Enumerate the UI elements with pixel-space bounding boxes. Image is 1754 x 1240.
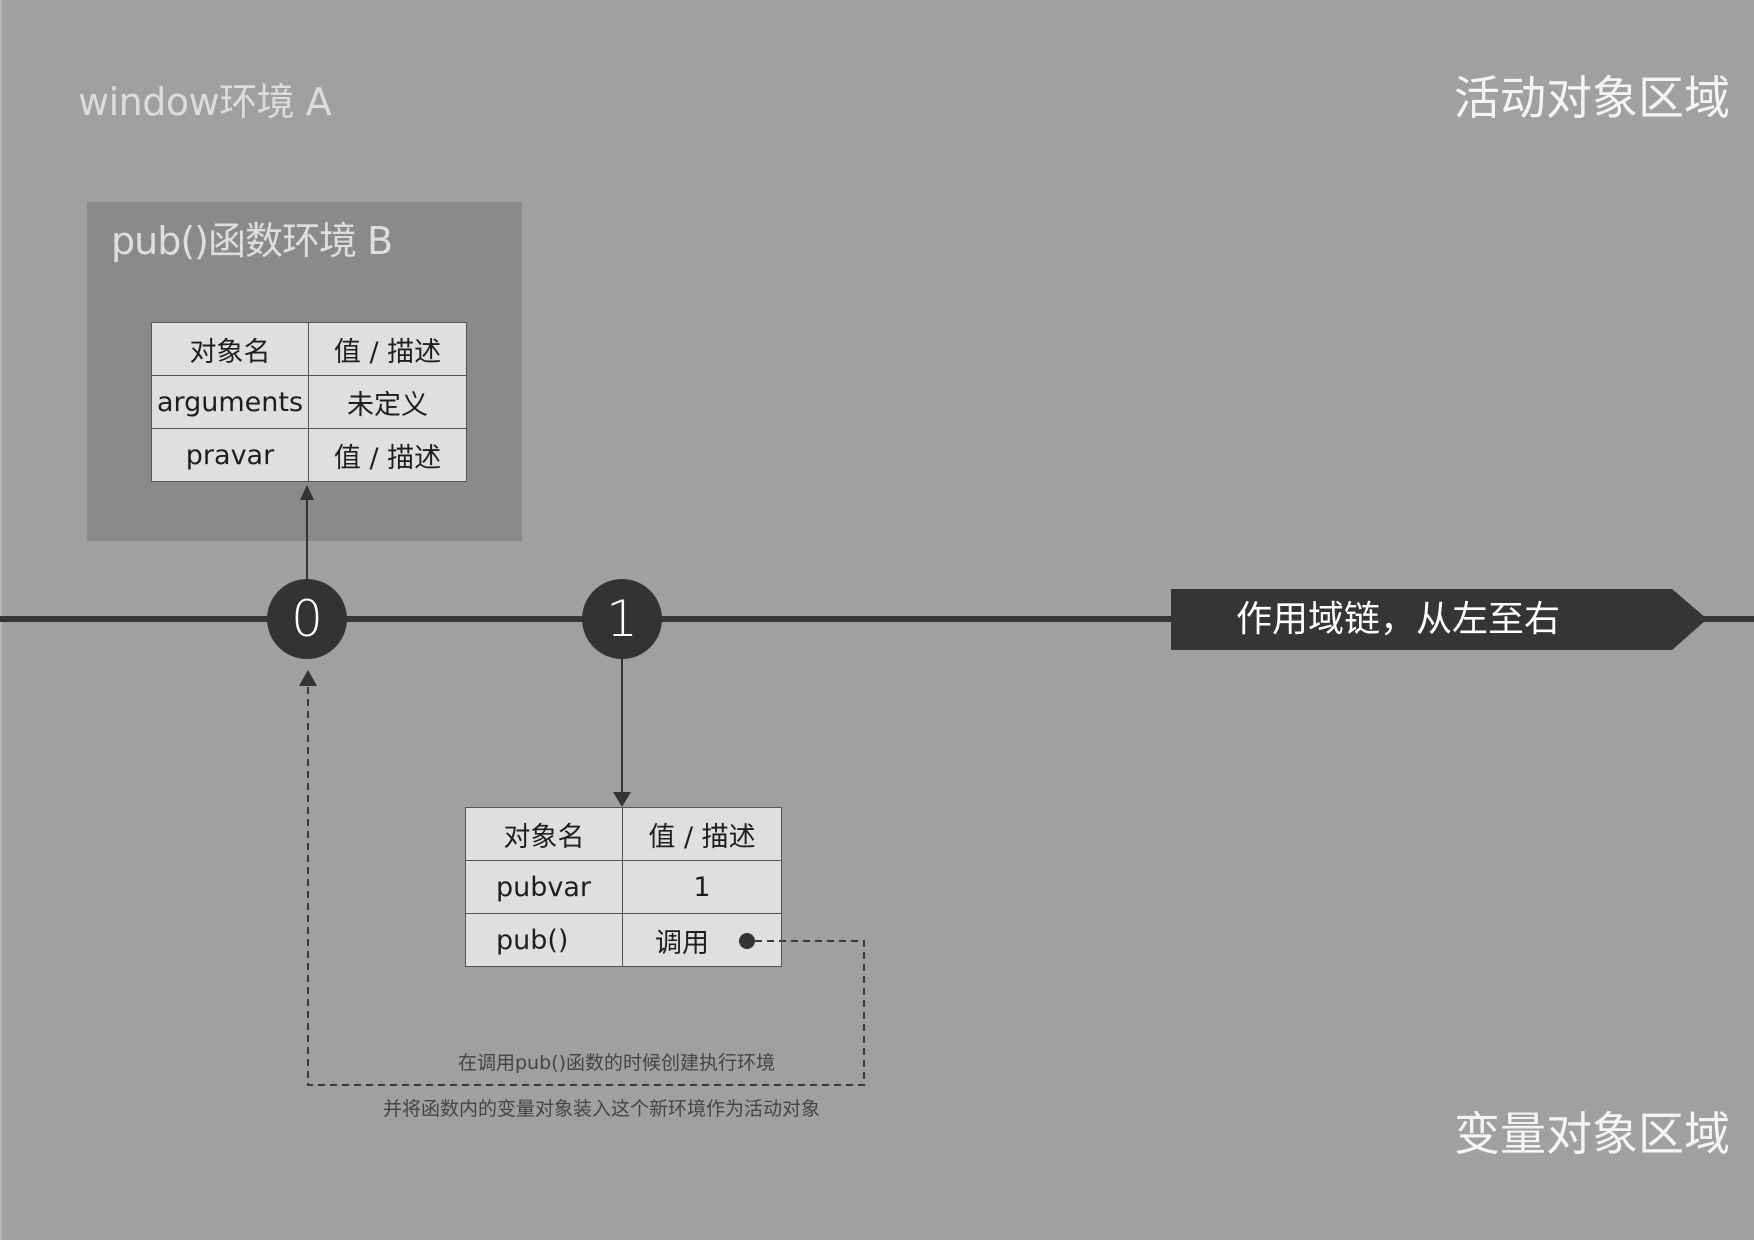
table-row: pravar 值 / 描述 [151, 428, 467, 482]
table-header-row: 对象名 值 / 描述 [151, 322, 467, 376]
table-row: arguments 未定义 [151, 375, 467, 429]
call-dashed-path [307, 684, 865, 1086]
header-value-description: 值 / 描述 [622, 807, 782, 861]
scope-chain-node-0: 0 [267, 579, 347, 659]
scope-chain-label: 作用域链，从左至右 [1236, 599, 1561, 640]
scope-chain-node-1: 1 [582, 579, 662, 659]
pub-function-object-table: 对象名 值 / 描述 arguments 未定义 pravar 值 / 描述 [151, 322, 467, 482]
object-name-cell: arguments [151, 375, 309, 429]
table-row: pub() 调用 [465, 913, 782, 967]
pub-function-environment-title: pub()函数环境 B [111, 219, 393, 263]
object-value-cell: 未定义 [308, 375, 467, 429]
object-name-cell: pubvar [465, 860, 623, 914]
object-name-cell: pravar [151, 428, 309, 482]
arrow-up-icon [300, 485, 314, 500]
call-caption-line-2: 并将函数内的变量对象装入这个新环境作为活动对象 [383, 1098, 821, 1120]
scope-chain-timeline [0, 616, 1754, 622]
header-object-name: 对象名 [151, 322, 309, 376]
arrow-down-icon [613, 792, 631, 807]
call-caption-line-1: 在调用pub()函数的时候创建执行环境 [458, 1052, 775, 1074]
dashed-arrow-up-icon [299, 670, 317, 686]
variable-object-region-title: 变量对象区域 [1454, 1107, 1730, 1161]
table-header-row: 对象名 值 / 描述 [465, 807, 782, 861]
window-environment-title: window环境 A [78, 80, 332, 124]
table-row: pubvar 1 [465, 860, 782, 914]
active-object-region-title: 活动对象区域 [1454, 71, 1730, 125]
window-object-table: 对象名 值 / 描述 pubvar 1 pub() 调用 [465, 807, 782, 967]
object-value-cell: 值 / 描述 [308, 428, 467, 482]
object-name-cell: pub() [465, 913, 623, 967]
header-value-description: 值 / 描述 [308, 322, 467, 376]
header-object-name: 对象名 [465, 807, 623, 861]
object-value-cell: 调用 [622, 913, 782, 967]
object-value-cell: 1 [622, 860, 782, 914]
